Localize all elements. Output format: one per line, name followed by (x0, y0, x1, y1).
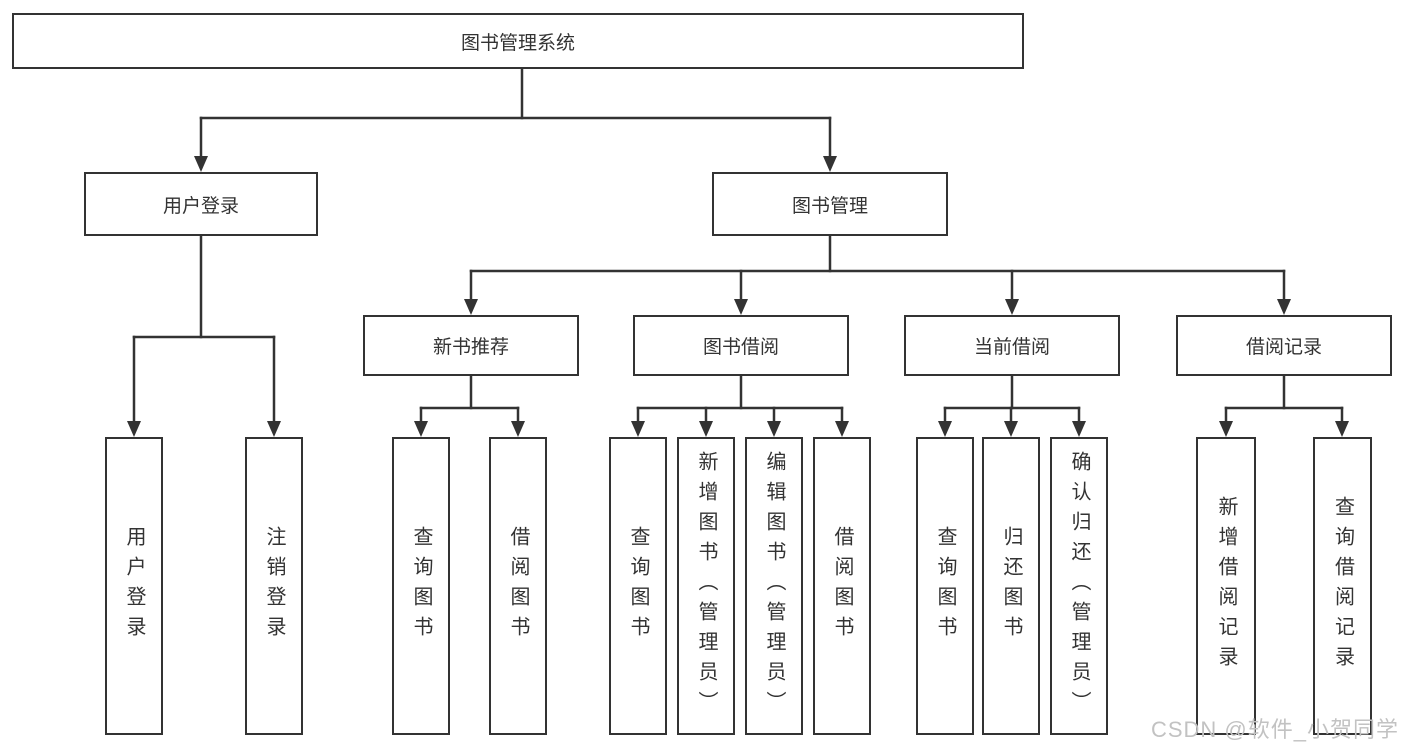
node-borrowing-records: 借阅记录 (1176, 315, 1392, 376)
node-library-system: 图书管理系统 (12, 13, 1024, 69)
leaf-recommend-query-books: 查询图书 (392, 437, 450, 735)
node-book-borrowing: 图书借阅 (633, 315, 849, 376)
leaf-borrowing-query-books: 查询图书 (609, 437, 667, 735)
node-label: 图书借阅 (702, 337, 779, 358)
node-label: 借阅图书 (831, 526, 853, 646)
node-label: 当前借阅 (973, 337, 1050, 358)
node-label: 查询图书 (934, 526, 956, 646)
node-label: 确认归还（管理员） (1068, 451, 1090, 721)
node-label: 新增图书（管理员） (695, 451, 717, 721)
node-label: 查询图书 (410, 526, 432, 646)
leaf-logout: 注销登录 (245, 437, 303, 735)
leaf-query-borrow-record: 查询借阅记录 (1313, 437, 1372, 735)
leaf-add-books-admin: 新增图书（管理员） (677, 437, 735, 735)
node-user-login: 用户登录 (84, 172, 318, 236)
leaf-confirm-return-admin: 确认归还（管理员） (1050, 437, 1108, 735)
node-label: 新书推荐 (432, 337, 509, 358)
node-label: 用户登录 (162, 195, 239, 217)
leaf-edit-books-admin: 编辑图书（管理员） (745, 437, 803, 735)
node-new-book-recommend: 新书推荐 (363, 315, 579, 376)
node-label: 编辑图书（管理员） (763, 451, 785, 721)
leaf-user-login: 用户登录 (105, 437, 163, 735)
csdn-watermark: CSDN @软件_小贺同学 (1150, 717, 1399, 742)
node-label: 借阅记录 (1245, 337, 1322, 358)
node-label: 查询图书 (627, 526, 649, 646)
node-label: 归还图书 (1000, 526, 1022, 646)
node-label: 图书管理系统 (460, 32, 575, 54)
node-label: 新增借阅记录 (1215, 496, 1237, 676)
leaf-current-query-books: 查询图书 (916, 437, 974, 735)
leaf-borrow-books: 借阅图书 (813, 437, 871, 735)
node-label: 图书管理 (791, 195, 868, 217)
node-label: 查询借阅记录 (1331, 496, 1354, 676)
node-label: 借阅图书 (507, 526, 529, 646)
leaf-return-books: 归还图书 (982, 437, 1040, 735)
node-current-borrowing: 当前借阅 (904, 315, 1120, 376)
node-label: 用户登录 (123, 526, 145, 646)
node-label: 注销登录 (263, 526, 285, 646)
node-book-management: 图书管理 (712, 172, 948, 236)
leaf-add-borrow-record: 新增借阅记录 (1196, 437, 1256, 735)
leaf-recommend-borrow-books: 借阅图书 (489, 437, 547, 735)
